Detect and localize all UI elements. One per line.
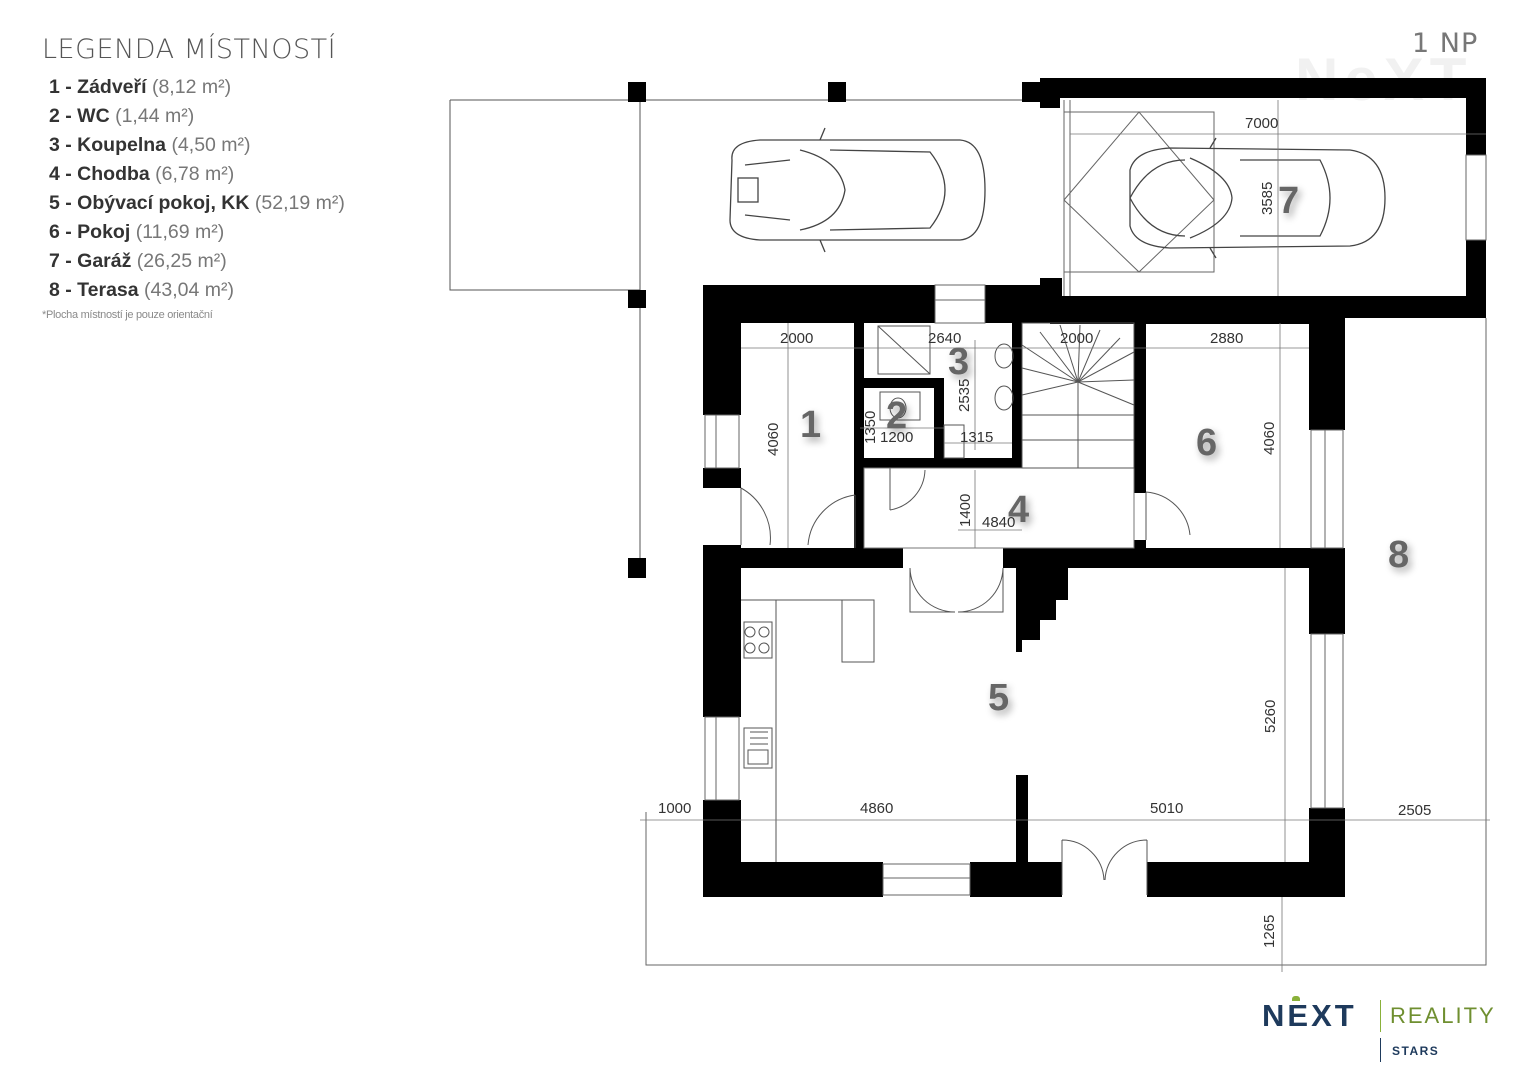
logo-brand: NEXT: [1262, 998, 1357, 1033]
dim-bath-h: 2535: [956, 379, 973, 412]
legend-item-label: 4 - Chodba: [49, 163, 150, 185]
dim-hall-w: 4840: [982, 514, 1015, 531]
room-7-label: 7: [1278, 180, 1299, 222]
dim-hall-h: 1400: [957, 494, 974, 527]
room-2-label: 2: [886, 395, 907, 437]
legend-item-area: (11,69 m²): [135, 221, 225, 243]
legend-item-label: 1 - Zádveří: [49, 76, 147, 98]
dim-living-w1: 4860: [860, 800, 893, 817]
doors: [740, 467, 1191, 895]
dim-stair-w: 2000: [1060, 330, 1093, 347]
terrace-outline: [645, 318, 1487, 966]
legend-item-area: (1,44 m²): [115, 105, 195, 127]
legend-item: 1 - Zádveří (8,12 m²): [49, 73, 442, 102]
room-4-label: 4: [1008, 489, 1029, 531]
dim-living-h: 5260: [1262, 700, 1279, 733]
legend-item: 6 - Pokoj (11,69 m²): [49, 218, 442, 247]
legend-item-area: (43,04 m²): [144, 279, 234, 301]
room-8-label: 8: [1388, 534, 1409, 576]
legend-item-label: 7 - Garáž: [49, 250, 132, 272]
dim-bath-w2: 1315: [960, 429, 993, 446]
room-numbers: 1 2 3 4 5 6 7 8: [800, 180, 1409, 719]
legend-item-area: (52,19 m²): [254, 192, 345, 214]
legend-title: LEGENDA MÍSTNOSTÍ: [42, 34, 337, 65]
dimension-lines: [640, 100, 1490, 972]
room-legend: LEGENDA MÍSTNOSTÍ 1 - Zádveří (8,12 m²) …: [42, 34, 442, 321]
legend-item: 7 - Garáž (26,25 m²): [49, 247, 442, 276]
kitchen: [741, 599, 875, 862]
legend-item-area: (8,12 m²): [151, 76, 232, 98]
dim-z-h: 4060: [765, 423, 782, 456]
garage-door-line: [1063, 100, 1215, 296]
dim-z-w: 2000: [780, 330, 813, 347]
carport-pillars: [628, 82, 1042, 578]
legend-item-label: 8 - Terasa: [49, 279, 139, 301]
dim-garage-h: 3585: [1259, 182, 1276, 215]
legend-item-area: (4,50 m²): [171, 134, 251, 156]
dim-bottom-1265: 1265: [1261, 915, 1278, 948]
legend-item-label: 6 - Pokoj: [49, 221, 131, 243]
legend-item-label: 3 - Koupelna: [49, 134, 167, 156]
dimension-labels: 7000 3585 2000 2640 2000 2880 4060 1350 …: [658, 115, 1431, 948]
garage-window: [1465, 154, 1487, 241]
house-walls: [703, 285, 1345, 897]
dim-bath-w: 2640: [928, 330, 961, 347]
dim-garage-w: 7000: [1245, 115, 1278, 132]
dim-wc-w: 1200: [880, 429, 913, 446]
legend-note: *Plocha místností je pouze orientační: [42, 309, 213, 321]
dim-left-1000: 1000: [658, 800, 691, 817]
logo-accent-icon: [1292, 996, 1300, 1001]
dim-living-w2: 5010: [1150, 800, 1183, 817]
next-reality-logo: NEXT REALITY STARS: [1262, 996, 1502, 1068]
dim-room6-w: 2880: [1210, 330, 1243, 347]
windows: [704, 284, 1344, 896]
legend-item-label: 2 - WC: [49, 105, 110, 127]
floor-label: 1 NP: [1412, 28, 1479, 59]
room-5-label: 5: [988, 677, 1009, 719]
legend-item-label: 5 - Obývací pokoj, KK: [49, 192, 250, 214]
room-6-label: 6: [1196, 422, 1217, 464]
room-3-label: 3: [948, 341, 969, 383]
legend-item: 3 - Koupelna (4,50 m²): [49, 131, 442, 160]
legend-item: 5 - Obývací pokoj, KK (52,19 m²): [49, 189, 442, 218]
legend-list: 1 - Zádveří (8,12 m²) 2 - WC (1,44 m²) 3…: [42, 73, 442, 305]
logo-divider-2: [1380, 1038, 1381, 1062]
legend-item-area: (26,25 m²): [136, 250, 227, 272]
legend-item: 2 - WC (1,44 m²): [49, 102, 442, 131]
logo-divider: [1380, 1000, 1381, 1032]
dim-terrace-w: 2505: [1398, 802, 1431, 819]
room-1-label: 1: [800, 404, 821, 446]
staircase: [1021, 322, 1135, 469]
car-garage: [1129, 137, 1386, 259]
legend-item: 8 - Terasa (43,04 m²): [49, 276, 442, 305]
legend-item-area: (6,78 m²): [155, 163, 235, 185]
dim-wc-h: 1350: [862, 411, 879, 444]
logo-reality: REALITY: [1390, 1003, 1496, 1028]
legend-item: 4 - Chodba (6,78 m²): [49, 160, 442, 189]
dim-room6-h: 4060: [1261, 422, 1278, 455]
bathroom-fixtures: [877, 325, 1014, 459]
logo-stars: STARS: [1392, 1044, 1440, 1058]
car-carport: [729, 127, 986, 253]
